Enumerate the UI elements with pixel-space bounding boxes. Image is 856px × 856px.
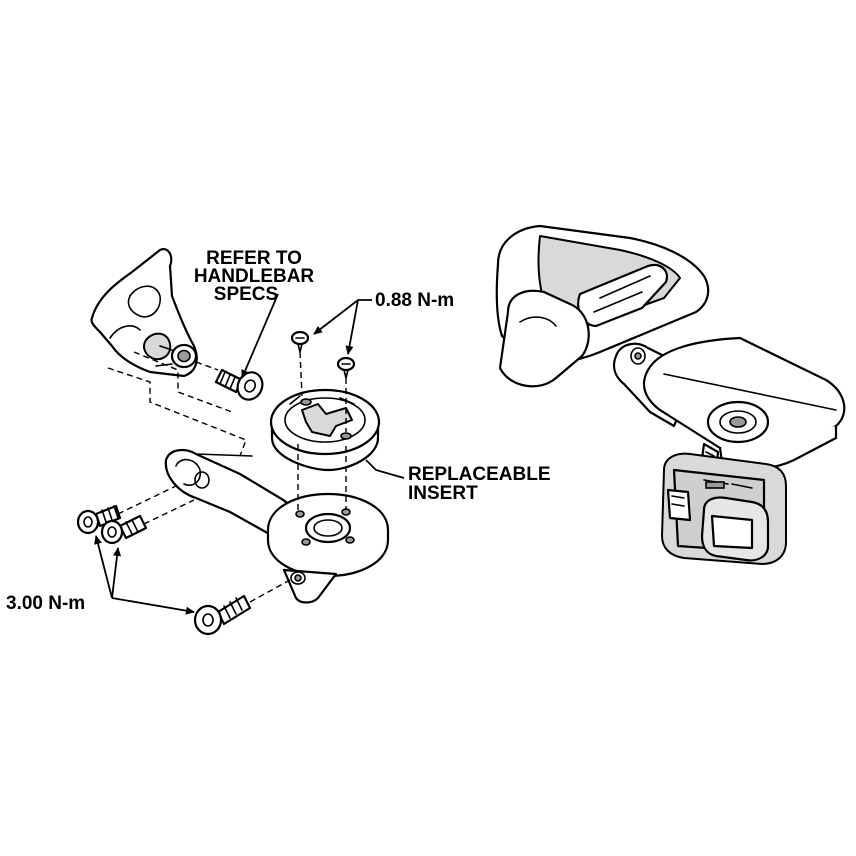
leader-lines <box>94 293 405 615</box>
label-torque-small: 0.88 N-m <box>375 290 454 311</box>
replaceable-insert <box>269 388 381 472</box>
exploded-view: REFER TO HANDLEBAR SPECS 0.88 N-m REPLAC… <box>6 248 551 636</box>
assembled-view <box>495 224 846 565</box>
label-handlebar-specs: REFER TO HANDLEBAR SPECS <box>194 248 315 305</box>
label-line-insert: INSERT <box>408 483 478 504</box>
cradle-bolt <box>193 594 252 636</box>
action-camera <box>661 452 787 565</box>
handlebar-clamp-bolt <box>214 368 264 401</box>
label-line-handlebar: HANDLEBAR <box>194 266 315 287</box>
label-torque-large: 3.00 N-m <box>6 593 85 614</box>
arm-bolt-upper <box>76 504 122 535</box>
label-line-refer-to: REFER TO <box>206 248 302 269</box>
stem <box>495 224 710 388</box>
handlebar-clamp-bracket <box>90 248 198 378</box>
arm-bolt-lower <box>100 514 148 545</box>
mount-arm <box>164 448 390 604</box>
cycle-computer <box>642 336 846 470</box>
insert-screw-right <box>336 356 356 379</box>
assembly-guide-lines <box>107 351 347 603</box>
insert-screw-left <box>290 330 310 353</box>
label-replaceable-insert: REPLACEABLE INSERT <box>408 464 551 504</box>
label-line-specs: SPECS <box>214 284 278 305</box>
label-line-replaceable: REPLACEABLE <box>408 464 551 485</box>
